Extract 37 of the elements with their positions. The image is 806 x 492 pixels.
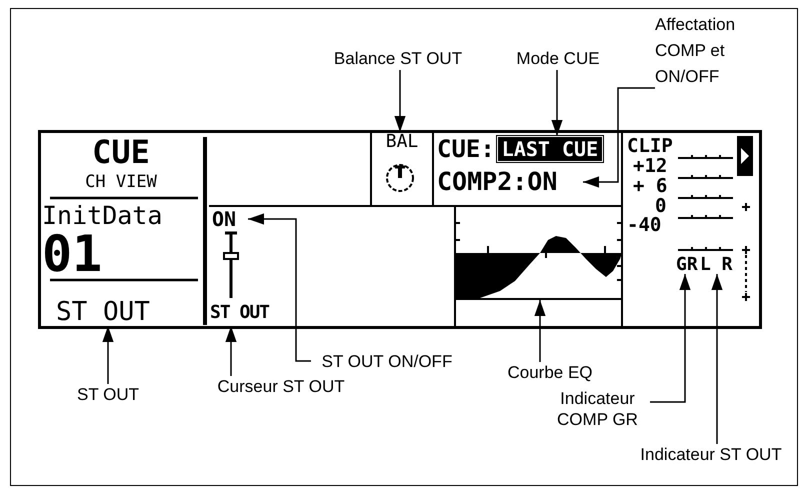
lcd-text: BAL xyxy=(384,132,420,152)
lcd-text: CH VIEW xyxy=(84,171,158,194)
callout-label: Balance ST OUT xyxy=(322,48,474,70)
leader-arrow xyxy=(102,326,114,384)
lcd-text: InitData xyxy=(42,201,164,231)
lcd-text: CUE: xyxy=(437,136,495,162)
leader-arrow xyxy=(394,70,406,132)
leader-arrow xyxy=(650,274,691,403)
lcd-text: ST OUT xyxy=(56,298,182,326)
leader-arrow xyxy=(225,326,237,376)
lcd-text: L R xyxy=(700,256,734,274)
lcd-text: GR xyxy=(676,256,698,274)
lcd-number: 01 xyxy=(42,231,104,277)
callout-label: Curseur ST OUT xyxy=(205,376,357,398)
leader-arrow xyxy=(551,70,563,136)
callout-label: Courbe EQ xyxy=(497,362,603,384)
callout-label: Indicateur ST OUT xyxy=(623,444,799,466)
highlighted-lcd-text: LAST CUE xyxy=(498,137,602,161)
callout-label: Mode CUE xyxy=(508,48,608,70)
leader-arrow xyxy=(711,274,723,444)
meter-scale-label: CLIP xyxy=(627,137,673,156)
leader-arrow xyxy=(248,213,311,362)
callout-label: Indicateur COMP GR xyxy=(545,388,650,432)
lcd-text: ON xyxy=(212,209,248,229)
meter-scale-label: +12 xyxy=(633,157,668,176)
meter-scale-label: 0 xyxy=(655,197,666,216)
leader-arrow xyxy=(583,87,655,188)
meter-scale-label: + 6 xyxy=(633,177,668,196)
leader-arrow xyxy=(534,300,546,362)
callout-label: ST OUT ON/OFF xyxy=(311,351,463,373)
lcd-text: ST OUT xyxy=(210,300,280,326)
callout-label: Affectation COMP et ON/OFF xyxy=(655,12,767,92)
callout-label: ST OUT xyxy=(60,384,156,406)
screen-title: CUE xyxy=(91,134,151,170)
meter-scale-label: -40 xyxy=(627,216,662,235)
lcd-text: COMP2:ON xyxy=(437,170,583,194)
lcd-screen xyxy=(38,130,762,329)
